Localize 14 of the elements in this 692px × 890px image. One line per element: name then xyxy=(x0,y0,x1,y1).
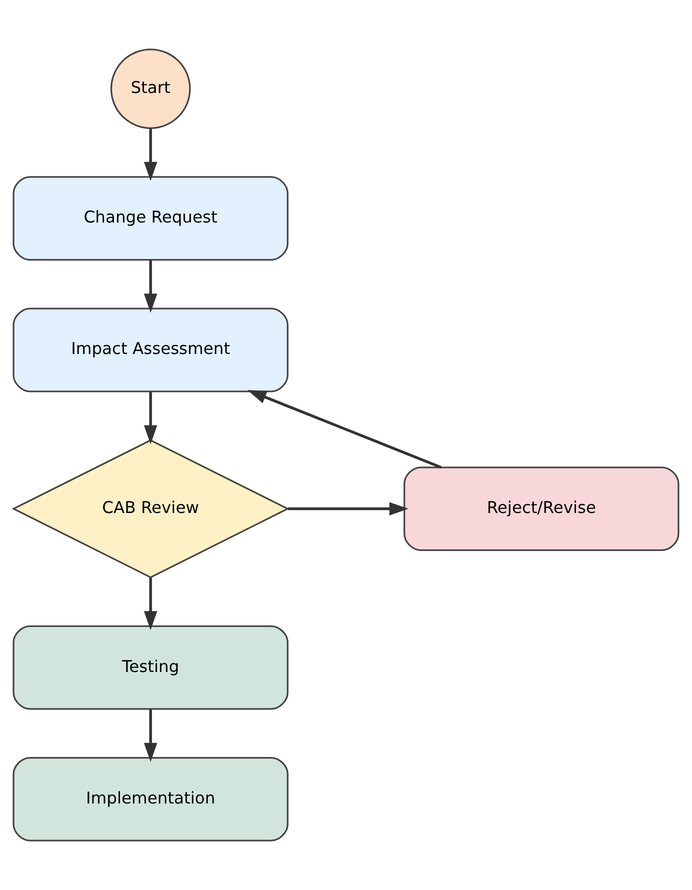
node-box: Change Request xyxy=(12,176,288,261)
arrow xyxy=(288,502,408,516)
arrow xyxy=(144,578,158,630)
node-box: Implementation xyxy=(12,756,288,842)
arrow xyxy=(144,128,158,181)
arrow xyxy=(144,260,158,313)
node-circle: Start xyxy=(110,48,191,129)
node-box: Impact Assessment xyxy=(12,308,288,392)
node-box: Testing xyxy=(12,625,288,710)
node-diamond: CAB Review xyxy=(12,439,290,578)
arrow xyxy=(144,392,158,444)
arrow xyxy=(144,709,158,762)
node-box: Reject/Revise xyxy=(404,466,680,551)
arrow xyxy=(247,390,442,469)
